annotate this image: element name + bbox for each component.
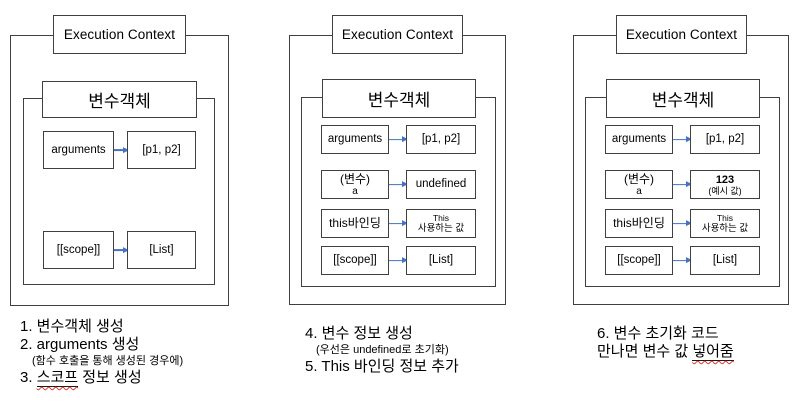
execution-context-title: Execution Context: [63, 27, 176, 42]
variable-value: 123: [715, 173, 735, 186]
arrow-icon: [389, 222, 406, 225]
arguments-box: arguments: [43, 131, 114, 169]
execution-context-title: Execution Context: [625, 27, 738, 42]
arguments-box: arguments: [605, 125, 673, 154]
arguments-value: [p1, p2]: [142, 143, 181, 156]
phase3-notes: 6. 변수 초기화 코드 만나면 변수 값 넣어줌: [597, 325, 734, 361]
this-binding-label: this바인딩: [613, 216, 665, 230]
note-line-4: 3. 스코프 정보 생성: [20, 369, 183, 387]
note-line-4-underlined-word: 스코프: [36, 369, 79, 387]
arguments-value-box: [p1, p2]: [690, 125, 760, 154]
note-line-3: (함수 호출을 통해 생성된 경우에): [32, 355, 184, 367]
this-binding-value-line2: 사용하는 값: [417, 223, 465, 234]
arrow-icon: [389, 183, 406, 186]
scope-value-box: [List]: [406, 246, 476, 275]
variable-object-title: 변수객체: [367, 91, 431, 110]
variable-value-note: (예시 값): [708, 185, 742, 196]
this-binding-box: this바인딩: [321, 209, 389, 238]
arguments-label: arguments: [327, 133, 383, 145]
arguments-label: arguments: [611, 133, 667, 145]
arguments-row: arguments [p1, p2]: [573, 125, 789, 154]
this-binding-value-line2: 사용하는 값: [701, 223, 749, 234]
execution-context-title: Execution Context: [341, 27, 454, 42]
scope-value: [List]: [428, 254, 454, 266]
note-line-2: (우선은 undefined로 초기화): [316, 344, 449, 356]
note-line-4-post: 정보 생성: [78, 369, 142, 386]
this-binding-value-box: This 사용하는 값: [406, 209, 476, 238]
arrow-icon: [389, 259, 406, 262]
arrow-icon: [673, 259, 690, 262]
scope-value-box: [List]: [690, 246, 760, 275]
variable-object-title: 변수객체: [88, 92, 151, 111]
variable-object-title-box: 변수객체: [606, 79, 760, 118]
this-binding-row: this바인딩 This 사용하는 값: [573, 209, 789, 238]
arguments-row: arguments [p1, p2]: [10, 131, 229, 169]
scope-row: [[scope]] [List]: [10, 231, 229, 269]
this-binding-box: this바인딩: [605, 209, 673, 238]
this-binding-value-line1: This: [716, 213, 734, 223]
note-line-2-pre: 만나면 변수 값: [597, 343, 693, 360]
note-line-1: 1. 변수객체 생성: [20, 318, 124, 335]
scope-label: [[scope]]: [617, 254, 661, 266]
arguments-label: arguments: [51, 143, 106, 156]
arrow-icon: [114, 149, 127, 151]
variable-label: (변수): [623, 171, 655, 186]
arguments-value-box: [p1, p2]: [406, 125, 476, 154]
arrow-icon: [114, 249, 127, 251]
variable-name: a: [352, 185, 358, 197]
arguments-value: [p1, p2]: [421, 133, 461, 145]
note-line-3: 5. This 바인딩 정보 추가: [305, 358, 459, 375]
variable-value-box: 123 (예시 값): [690, 170, 760, 199]
phase1-diagram: Execution Context 변수객체 arguments [p1, p2…: [10, 15, 229, 306]
arrow-icon: [673, 222, 690, 225]
scope-value: [List]: [149, 243, 174, 256]
execution-context-title-box: Execution Context: [332, 15, 463, 54]
scope-value-box: [List]: [127, 231, 196, 269]
note-line-4-pre: 3.: [20, 369, 37, 386]
note-line-2: 2. arguments 생성: [20, 336, 140, 353]
variable-value-box: undefined: [406, 170, 476, 199]
arrow-icon: [673, 183, 690, 186]
variable-label: (변수): [339, 171, 371, 186]
scope-box: [[scope]]: [321, 246, 389, 275]
variable-box: (변수) a: [605, 170, 673, 199]
note-line-1: 6. 변수 초기화 코드: [597, 325, 719, 342]
execution-context-title-box: Execution Context: [616, 15, 747, 54]
phase1-notes: 1. 변수객체 생성 2. arguments 생성 (함수 호출을 통해 생성…: [20, 318, 183, 387]
arrow-icon: [673, 138, 690, 141]
scope-row: [[scope]] [List]: [289, 246, 506, 275]
variable-object-title-box: 변수객체: [322, 79, 476, 118]
note-line-2: 만나면 변수 값 넣어줌: [597, 343, 734, 361]
this-binding-row: this바인딩 This 사용하는 값: [289, 209, 506, 238]
arguments-row: arguments [p1, p2]: [289, 125, 506, 154]
variable-row: (변수) a undefined: [289, 170, 506, 199]
execution-context-title-box: Execution Context: [53, 15, 186, 54]
phase2-diagram: Execution Context 변수객체 arguments [p1, p2…: [289, 15, 506, 306]
this-binding-label: this바인딩: [329, 216, 381, 230]
variable-name: a: [636, 185, 642, 197]
note-line-1: 4. 변수 정보 생성: [305, 325, 413, 342]
arguments-value-box: [p1, p2]: [127, 131, 196, 169]
scope-box: [[scope]]: [605, 246, 673, 275]
variable-object-title: 변수객체: [651, 91, 715, 110]
scope-label: [[scope]]: [56, 243, 101, 256]
variable-object-title-box: 변수객체: [42, 81, 197, 118]
scope-value: [List]: [712, 254, 738, 266]
scope-label: [[scope]]: [333, 254, 377, 266]
variable-box: (변수) a: [321, 170, 389, 199]
note-line-2-underlined-word: 넣어줌: [692, 343, 734, 361]
phase3-diagram: Execution Context 변수객체 arguments [p1, p2…: [573, 15, 789, 306]
arguments-box: arguments: [321, 125, 389, 154]
arrow-icon: [389, 138, 406, 141]
scope-row: [[scope]] [List]: [573, 246, 789, 275]
variable-row: (변수) a 123 (예시 값): [573, 170, 789, 199]
variable-value: undefined: [415, 178, 467, 190]
phase2-notes: 4. 변수 정보 생성 (우선은 undefined로 초기화) 5. This…: [305, 325, 459, 376]
scope-box: [[scope]]: [43, 231, 114, 269]
arguments-value: [p1, p2]: [705, 133, 745, 145]
this-binding-value-line1: This: [432, 213, 450, 223]
this-binding-value-box: This 사용하는 값: [690, 209, 760, 238]
